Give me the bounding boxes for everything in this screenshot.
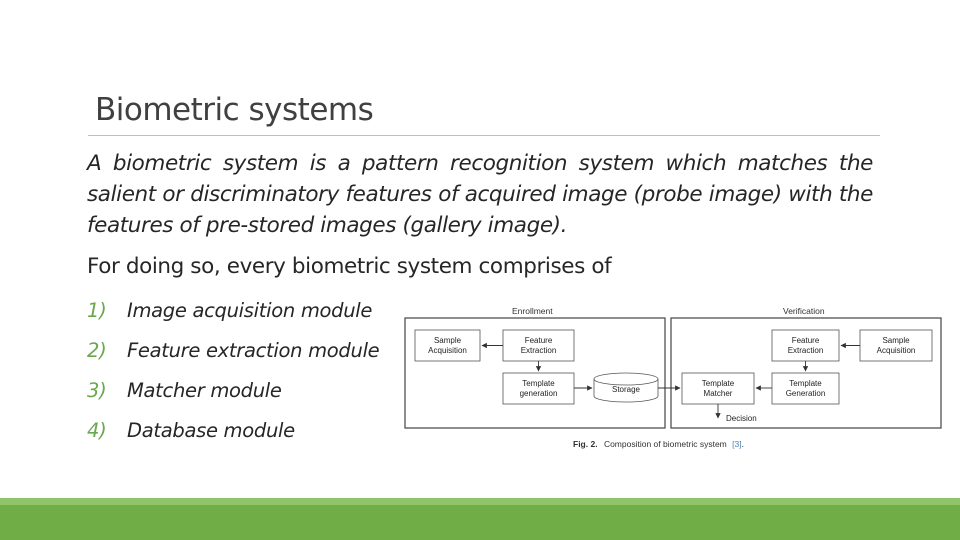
list-item-label: Image acquisition module bbox=[127, 299, 373, 322]
box-label: Sample bbox=[882, 336, 910, 345]
diagram-arrows bbox=[481, 342, 860, 419]
box-label: Feature bbox=[525, 336, 553, 345]
box-label: Template bbox=[789, 379, 822, 388]
slide-title: Biometric systems bbox=[95, 92, 374, 128]
caption-reference: [3] bbox=[732, 439, 741, 449]
list-item-number: 3) bbox=[87, 379, 107, 402]
enroll-sample-box bbox=[414, 329, 481, 362]
box-label: Acquisition bbox=[877, 346, 916, 355]
box-label: Sample bbox=[434, 336, 462, 345]
box-label: Acquisition bbox=[428, 346, 467, 355]
box-label: Template bbox=[522, 379, 555, 388]
list-item: 4) Database module bbox=[87, 416, 379, 456]
enroll-template-box bbox=[502, 372, 575, 405]
matcher-box bbox=[681, 372, 755, 405]
box-label: Extraction bbox=[788, 346, 824, 355]
enroll-feature-box bbox=[502, 329, 575, 362]
box-label: Extraction bbox=[521, 346, 557, 355]
verification-label: Verification bbox=[783, 306, 825, 316]
decision-label: Decision bbox=[726, 414, 757, 423]
caption-prefix: Fig. 2. bbox=[573, 439, 598, 449]
intro-paragraph: A biometric system is a pattern recognit… bbox=[87, 151, 873, 238]
storage-cylinder bbox=[593, 372, 659, 403]
box-label: Template bbox=[702, 379, 735, 388]
enrollment-label: Enrollment bbox=[512, 306, 553, 316]
box-label: Matcher bbox=[704, 389, 733, 398]
box-label: Feature bbox=[792, 336, 820, 345]
list-item: 3) Matcher module bbox=[87, 376, 379, 416]
verify-template-box bbox=[771, 372, 840, 405]
storage-label: Storage bbox=[612, 385, 641, 394]
box-label: Generation bbox=[786, 389, 826, 398]
list-item-number: 4) bbox=[87, 419, 107, 442]
list-item-number: 2) bbox=[87, 339, 107, 362]
caption-end: . bbox=[742, 439, 744, 449]
list-item-label: Matcher module bbox=[127, 379, 282, 402]
lead-paragraph: For doing so, every biometric system com… bbox=[87, 254, 612, 279]
list-item-number: 1) bbox=[87, 299, 107, 322]
title-divider bbox=[88, 135, 880, 136]
figure-caption: Fig. 2. Composition of biometric system … bbox=[573, 439, 744, 449]
module-list: 1) Image acquisition module 2) Feature ext… bbox=[87, 296, 380, 456]
verify-feature-box bbox=[771, 329, 840, 362]
list-item-label: Database module bbox=[127, 419, 295, 442]
footer-accent-bar bbox=[0, 498, 960, 540]
list-item: 1) Image acquisition module bbox=[87, 296, 379, 336]
list-item-label: Feature extraction module bbox=[127, 339, 380, 362]
list-item: 2) Feature extraction module bbox=[87, 336, 380, 376]
caption-text: Composition of biometric system bbox=[604, 439, 727, 449]
verify-sample-box bbox=[859, 329, 933, 362]
box-label: generation bbox=[520, 389, 558, 398]
biometric-system-diagram: Enrollment Verification Sample Acquisiti… bbox=[404, 306, 942, 449]
